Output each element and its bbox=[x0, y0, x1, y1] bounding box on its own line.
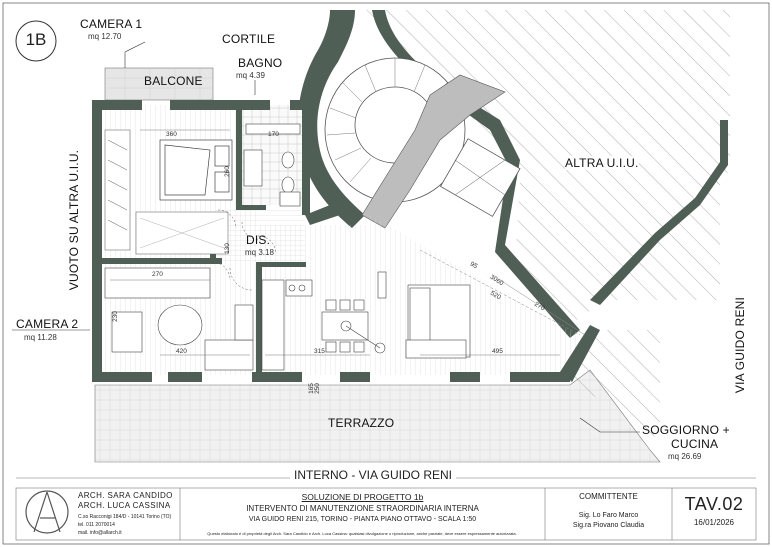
camera2-area: mq 11.28 bbox=[24, 333, 57, 342]
bathroom-fixtures bbox=[243, 123, 301, 207]
camera2-label: CAMERA 2 bbox=[16, 317, 79, 331]
dis-label: DIS. bbox=[246, 233, 271, 247]
altra-uiu-label: ALTRA U.I.U. bbox=[565, 156, 639, 170]
dis-area: mq 3.18 bbox=[245, 248, 274, 257]
dim-420: 420 bbox=[176, 348, 187, 355]
tav-number: TAV.02 bbox=[684, 494, 744, 514]
camera1-area: mq 12.70 bbox=[88, 32, 122, 41]
terrazzo-slab bbox=[94, 369, 661, 463]
dim-270: 270 bbox=[152, 271, 163, 278]
soggiorno-area: mq 26.69 bbox=[668, 452, 702, 461]
architect-1: ARCH. SARA CANDIDO bbox=[78, 491, 173, 500]
dim-260: 260 bbox=[223, 166, 231, 177]
living-furniture bbox=[377, 271, 471, 359]
leader-lines bbox=[12, 41, 640, 433]
unit-badge: 1B bbox=[25, 30, 47, 49]
address-line-3: mail. info@allarch.it bbox=[78, 530, 122, 536]
street-caption: INTERNO - VIA GUIDO RENI bbox=[290, 468, 457, 482]
project-line-1: INTERVENTO DI MANUTENZIONE STRAORDINARIA… bbox=[246, 504, 479, 513]
door-swings bbox=[211, 209, 277, 291]
terrace-side-hatch bbox=[570, 330, 660, 440]
right-diagonal-wall bbox=[372, 10, 580, 338]
wardrobe-camera1 bbox=[104, 129, 131, 251]
project-line-2: VIA GUIDO RENI 215, TORINO - PIANTA PIAN… bbox=[248, 516, 477, 523]
vuoto-label: VUOTO SU ALTRA U.I.U. bbox=[67, 149, 81, 291]
terrazzo-label: TERRAZZO bbox=[328, 416, 395, 430]
camera2-furniture bbox=[104, 267, 254, 371]
committente-label: COMMITTENTE bbox=[579, 492, 638, 501]
unit-badge-circle bbox=[15, 20, 57, 62]
dimension-lines bbox=[110, 129, 560, 356]
dim-170: 170 bbox=[268, 131, 279, 138]
committente-1: Sig. Lo Faro Marco bbox=[578, 512, 639, 519]
tav-date: 16/01/2026 bbox=[693, 518, 735, 527]
dim-315: 315 bbox=[314, 348, 325, 355]
address-line-2: tel. 011 2070014 bbox=[78, 522, 115, 528]
balcone-slab bbox=[104, 67, 214, 101]
cucina-label: CUCINA bbox=[671, 437, 719, 451]
balcone-label: BALCONE bbox=[144, 74, 203, 88]
disclaimer: Questo elaborato è di proprietà degli Ar… bbox=[207, 531, 517, 536]
bagno-area: mq 4.39 bbox=[236, 71, 265, 80]
stair-well-wall bbox=[297, 10, 365, 228]
dis-floor bbox=[215, 210, 305, 265]
far-right-wall bbox=[590, 120, 728, 305]
camera1-label: CAMERA 1 bbox=[80, 17, 143, 31]
architect-logo bbox=[25, 490, 69, 534]
via-guido-reni-label: VIA GUIDO RENI bbox=[733, 296, 747, 394]
kitchen-block bbox=[261, 279, 386, 371]
dim-250: 250 bbox=[313, 383, 321, 394]
interior-walls bbox=[102, 110, 306, 372]
project-title: SOLUZIONE DI PROGETTO 1b bbox=[301, 492, 424, 502]
dim-230: 230 bbox=[111, 311, 119, 322]
address-line-1: C.so Racconigi 184/D - 10141 Torino (TO) bbox=[78, 514, 172, 520]
architect-2: ARCH. LUCA CASSINA bbox=[78, 501, 171, 510]
dim-360: 360 bbox=[166, 131, 177, 138]
spiral-staircase bbox=[324, 57, 521, 229]
soggiorno-label: SOGGIORNO + bbox=[642, 423, 730, 437]
landing bbox=[361, 74, 506, 229]
committente-2: Sig.ra Piovano Claudia bbox=[572, 522, 645, 529]
dim-130: 130 bbox=[223, 243, 231, 254]
cortile-label: CORTILE bbox=[222, 32, 276, 46]
dim-495: 495 bbox=[492, 348, 503, 355]
exterior-walls bbox=[92, 100, 600, 382]
bed-camera1 bbox=[159, 139, 233, 201]
bagno-label: BAGNO bbox=[238, 56, 283, 70]
